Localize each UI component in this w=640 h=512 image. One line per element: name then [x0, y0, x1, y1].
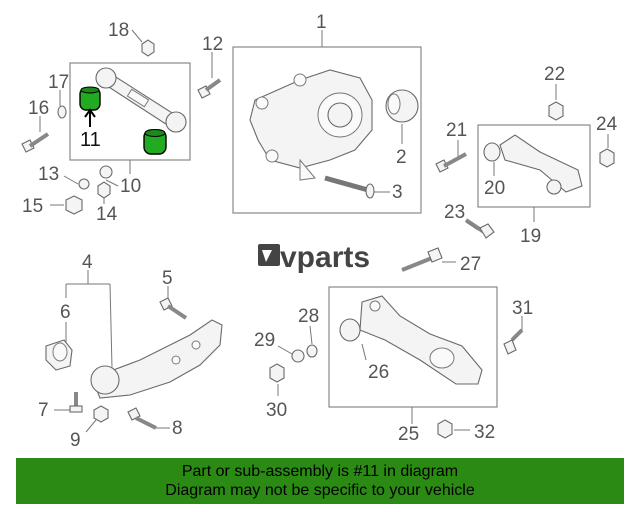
bushing-2[interactable]	[385, 89, 419, 123]
bolt-21[interactable]	[435, 152, 467, 173]
callout-24[interactable]: 24	[596, 114, 618, 135]
banner-line-2: Diagram may not be specific to your vehi…	[165, 482, 475, 499]
callout-27[interactable]: 27	[460, 254, 481, 275]
callout-13[interactable]: 13	[38, 164, 59, 185]
nut-24[interactable]	[599, 148, 615, 168]
bolt-16[interactable]	[21, 132, 50, 153]
bolt-7[interactable]	[69, 392, 83, 413]
callout-16[interactable]: 16	[28, 98, 49, 119]
bolt-27[interactable]	[401, 247, 443, 272]
upper-link-arm[interactable]	[95, 67, 187, 133]
bushing-26[interactable]	[339, 318, 361, 342]
callout-15[interactable]: 15	[22, 196, 43, 217]
callout-10[interactable]: 10	[120, 176, 141, 197]
nut-22[interactable]	[548, 101, 564, 121]
callout-21[interactable]: 21	[446, 120, 467, 141]
bushing-6[interactable]	[45, 339, 73, 371]
bolt-8[interactable]	[127, 407, 157, 430]
callouts: 1 2 3 4 5 6 7 8 9 10 11 12 13 14 15 16 1…	[22, 12, 618, 451]
callout-6[interactable]: 6	[60, 302, 71, 323]
callout-4[interactable]: 4	[82, 252, 93, 273]
washer-17[interactable]	[57, 105, 67, 119]
lower-control-arm-25[interactable]	[359, 295, 483, 385]
leader-lines	[39, 29, 609, 433]
callout-12[interactable]: 12	[202, 34, 223, 55]
knuckle-1[interactable]	[249, 69, 373, 181]
nut-30[interactable]	[269, 363, 285, 383]
nut-18[interactable]	[141, 39, 155, 57]
bushing-19b[interactable]	[546, 179, 562, 195]
bolt-12[interactable]	[197, 78, 222, 99]
bolt-5[interactable]	[159, 297, 188, 320]
bolt-23[interactable]	[464, 218, 495, 239]
trailing-arm-4[interactable]	[90, 319, 223, 399]
callout-14[interactable]: 14	[96, 204, 118, 225]
washer-29[interactable]	[291, 349, 305, 363]
nut-14[interactable]	[97, 181, 111, 199]
callout-1[interactable]: 1	[316, 12, 327, 33]
link-arm-19[interactable]	[499, 134, 583, 193]
bushing-11-lower[interactable]	[143, 129, 167, 155]
callout-2[interactable]: 2	[396, 147, 407, 168]
bushing-11-upper[interactable]	[79, 86, 101, 111]
callout-31[interactable]: 31	[512, 298, 533, 319]
callout-3[interactable]: 3	[392, 182, 403, 203]
vparts-logo: vparts	[258, 241, 370, 274]
callout-32[interactable]: 32	[474, 422, 495, 443]
washer-10[interactable]	[99, 165, 113, 179]
banner-line-1: Part or sub-assembly is #11 in diagram	[181, 463, 459, 480]
callout-28[interactable]: 28	[298, 306, 319, 327]
callout-9[interactable]: 9	[70, 430, 81, 451]
bushing-20[interactable]	[483, 142, 501, 162]
callout-22[interactable]: 22	[544, 64, 565, 85]
callout-25[interactable]: 25	[398, 424, 419, 445]
arrow-11	[84, 108, 96, 127]
nut-9[interactable]	[93, 405, 109, 423]
callout-18[interactable]: 18	[108, 20, 129, 41]
callout-11[interactable]: 11	[80, 129, 101, 151]
callout-19[interactable]: 19	[520, 226, 541, 247]
bolt-31[interactable]	[503, 328, 524, 355]
callout-17[interactable]: 17	[48, 72, 69, 93]
callout-30[interactable]: 30	[266, 400, 287, 421]
callout-5[interactable]: 5	[162, 268, 173, 289]
callout-29[interactable]: 29	[254, 330, 275, 351]
washer-28[interactable]	[306, 344, 318, 358]
nut-15[interactable]	[65, 195, 83, 215]
callout-8[interactable]: 8	[172, 418, 183, 439]
callout-23[interactable]: 23	[444, 202, 465, 223]
callout-26[interactable]: 26	[368, 362, 389, 383]
callout-7[interactable]: 7	[38, 400, 49, 421]
bolt-3[interactable]	[324, 175, 375, 199]
nut-32[interactable]	[437, 419, 453, 439]
info-banner: Part or sub-assembly is #11 in diagram D…	[16, 458, 624, 504]
callout-20[interactable]: 20	[484, 178, 505, 199]
washer-13[interactable]	[78, 178, 90, 190]
svg-text:vparts: vparts	[280, 241, 370, 274]
